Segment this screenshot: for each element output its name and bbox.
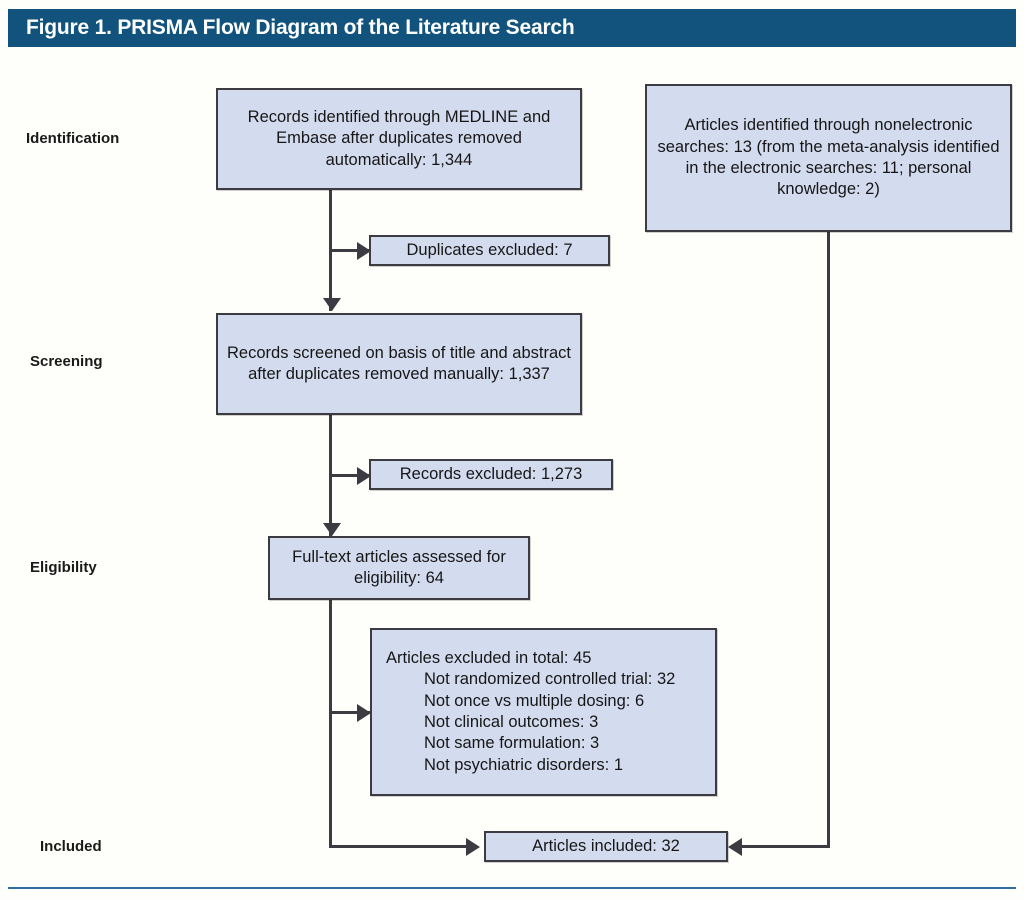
articles-excluded-reason-1: Not once vs multiple dosing: 6 xyxy=(424,691,645,710)
box-articles-included: Articles included: 32 xyxy=(484,831,728,862)
box-nonelectronic-searches-text: Articles identified through nonelectroni… xyxy=(657,116,1000,199)
box-fulltext-assessed-text: Full-text articles assessed for eligibil… xyxy=(292,547,506,587)
box-records-identified: Records identified through MEDLINE and E… xyxy=(216,88,582,190)
articles-excluded-reason-2: Not clinical outcomes: 3 xyxy=(424,713,599,731)
box-fulltext-assessed: Full-text articles assessed for eligibil… xyxy=(268,536,530,600)
connector-nonelectronic-to-included xyxy=(827,232,830,848)
stage-label-eligibility: Eligibility xyxy=(30,559,97,576)
articles-excluded-reason-0: Not randomized controlled trial: 32 xyxy=(424,670,676,689)
box-records-identified-text: Records identified through MEDLINE and E… xyxy=(247,107,551,169)
figure-title-bar: Figure 1. PRISMA Flow Diagram of the Lit… xyxy=(8,9,1016,47)
arrowhead-to-duplicates-excluded xyxy=(357,242,371,260)
box-duplicates-excluded-text: Duplicates excluded: 7 xyxy=(406,240,573,259)
arrowhead-included-right xyxy=(728,838,742,856)
connector-to-duplicates-excluded xyxy=(329,249,373,252)
stage-label-screening: Screening xyxy=(30,353,103,370)
box-nonelectronic-searches: Articles identified through nonelectroni… xyxy=(645,84,1012,232)
arrowhead-to-articles-excluded xyxy=(357,704,371,722)
articles-excluded-heading: Articles excluded in total: 45 xyxy=(386,648,592,667)
stage-label-identification: Identification xyxy=(26,130,120,147)
connector-to-articles-excluded xyxy=(329,711,373,714)
box-records-excluded: Records excluded: 1,273 xyxy=(369,459,613,490)
arrowhead-included-left xyxy=(466,838,480,856)
stage-label-included: Included xyxy=(40,838,102,855)
connector-bottom-right xyxy=(742,845,830,848)
box-records-screened: Records screened on basis of title and a… xyxy=(216,313,582,415)
arrowhead-to-fulltext xyxy=(323,523,341,536)
connector-to-records-excluded xyxy=(329,474,373,477)
box-records-excluded-text: Records excluded: 1,273 xyxy=(399,464,583,483)
box-articles-included-text: Articles included: 32 xyxy=(532,836,680,855)
connector-bottom-left xyxy=(329,845,472,848)
page-title: Figure 1. PRISMA Flow Diagram of the Lit… xyxy=(26,16,575,39)
box-articles-excluded: Articles excluded in total: 45 Not rando… xyxy=(370,628,717,796)
articles-excluded-reason-3: Not same formulation: 3 xyxy=(424,734,600,753)
articles-excluded-reason-4: Not psychiatric disorders: 1 xyxy=(424,755,623,774)
box-articles-excluded-text: Articles excluded in total: 45 Not rando… xyxy=(372,648,715,777)
arrowhead-to-records-excluded xyxy=(357,467,371,485)
box-records-screened-text: Records screened on basis of title and a… xyxy=(227,343,571,383)
box-duplicates-excluded: Duplicates excluded: 7 xyxy=(369,235,610,266)
connector-fulltext-to-included xyxy=(329,600,332,848)
arrowhead-to-records-screened xyxy=(323,298,341,311)
figure-bottom-rule xyxy=(8,887,1016,889)
